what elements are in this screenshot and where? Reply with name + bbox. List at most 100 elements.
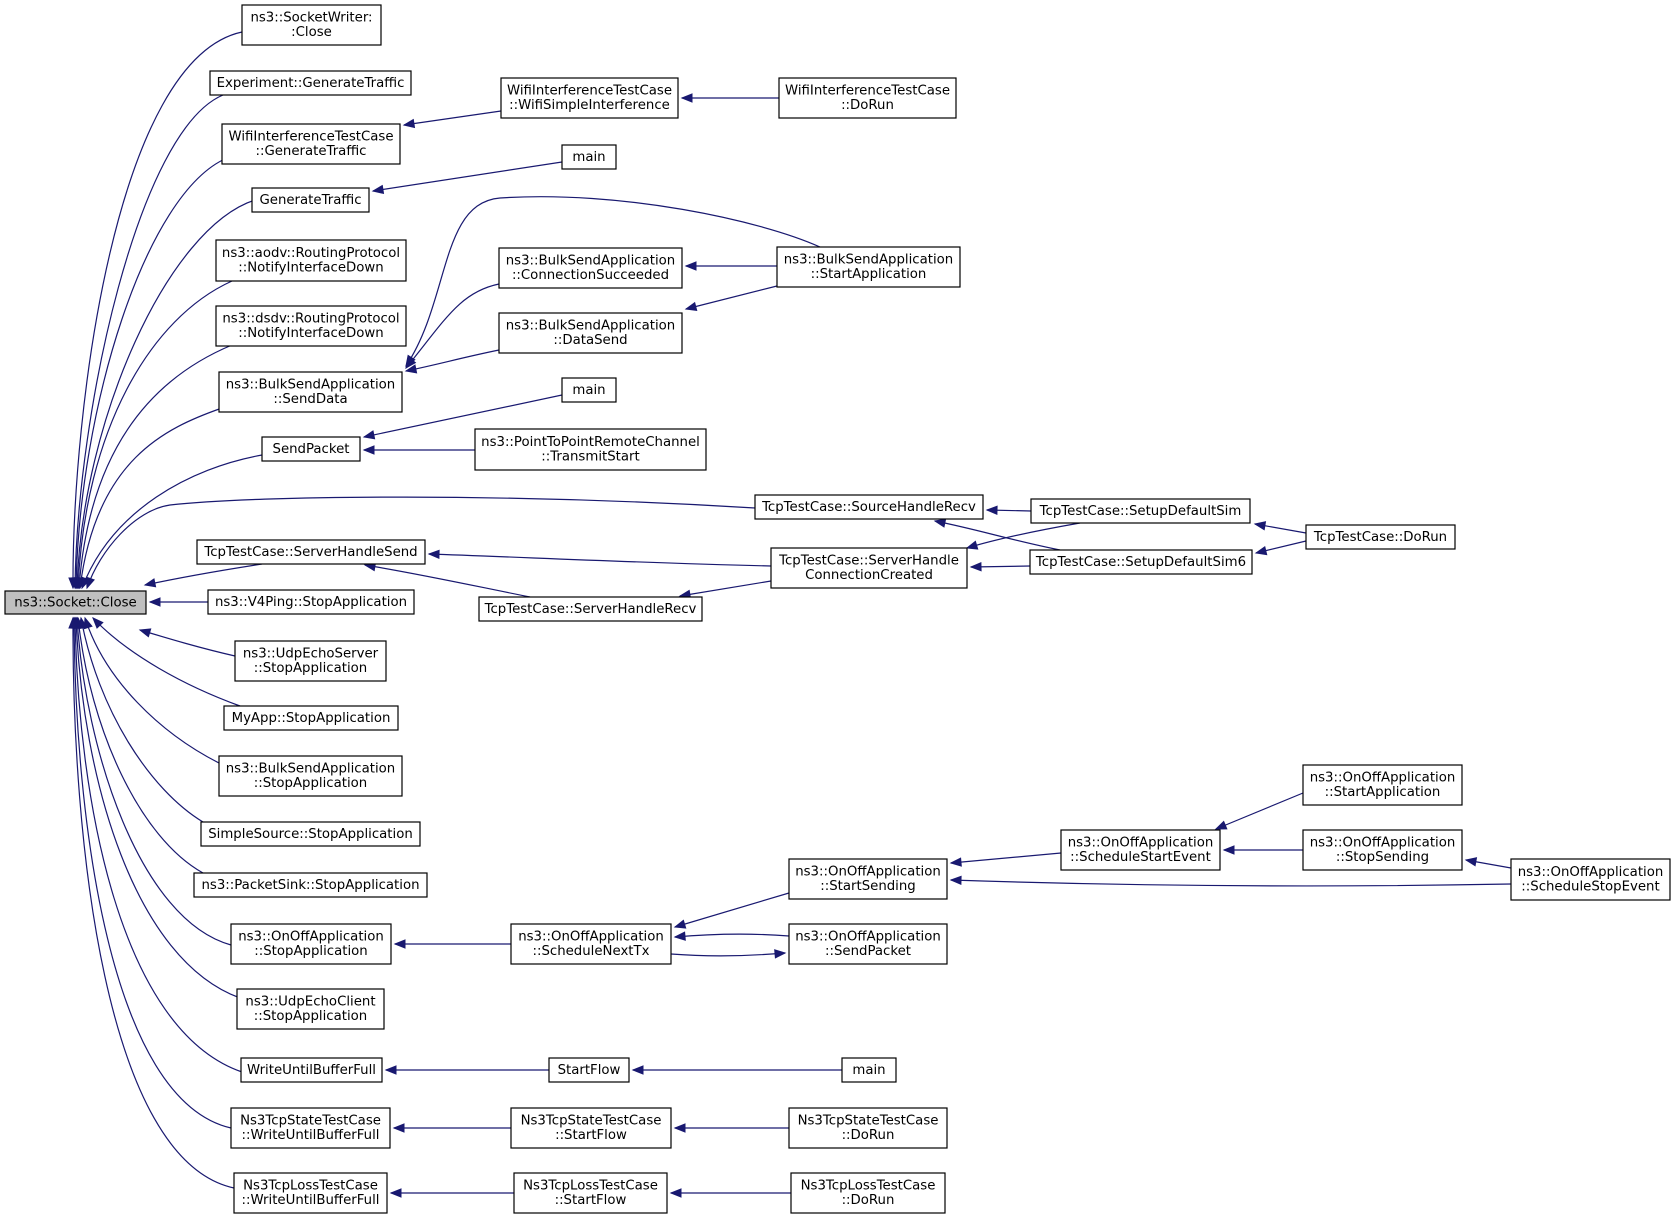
node-ns3state_start[interactable]: Ns3TcpStateTestCase::StartFlow bbox=[510, 1107, 672, 1149]
node-exp_gen[interactable]: Experiment::GenerateTraffic bbox=[209, 70, 412, 96]
node-box[interactable] bbox=[754, 494, 984, 520]
node-box[interactable] bbox=[498, 312, 683, 354]
node-tcp_setup6[interactable]: TcpTestCase::SetupDefaultSim6 bbox=[1029, 549, 1253, 575]
node-box[interactable] bbox=[788, 1107, 948, 1149]
node-box[interactable] bbox=[500, 77, 679, 119]
node-box[interactable] bbox=[230, 923, 392, 965]
node-box[interactable] bbox=[209, 70, 412, 96]
node-box[interactable] bbox=[193, 872, 428, 898]
node-box[interactable] bbox=[200, 821, 421, 847]
node-box[interactable] bbox=[4, 590, 147, 615]
node-onoff_schedstart[interactable]: ns3::OnOffApplication::ScheduleStartEven… bbox=[1060, 829, 1221, 871]
node-box[interactable] bbox=[240, 1057, 383, 1083]
node-label: ::StopApplication bbox=[254, 661, 368, 676]
node-ns3loss_wubf[interactable]: Ns3TcpLossTestCase::WriteUntilBufferFull bbox=[233, 1172, 388, 1214]
node-box[interactable] bbox=[1029, 549, 1253, 575]
node-ns3loss_start[interactable]: Ns3TcpLossTestCase::StartFlow bbox=[513, 1172, 668, 1214]
node-box[interactable] bbox=[498, 247, 683, 289]
node-box[interactable] bbox=[561, 144, 617, 170]
node-box[interactable] bbox=[548, 1057, 630, 1083]
node-box[interactable] bbox=[770, 547, 968, 589]
node-startflow[interactable]: StartFlow bbox=[548, 1057, 630, 1083]
node-onoff_stop[interactable]: ns3::OnOffApplication::StopApplication bbox=[230, 923, 392, 965]
node-box[interactable] bbox=[234, 640, 387, 682]
node-p2p_tx[interactable]: ns3::PointToPointRemoteChannel::Transmit… bbox=[474, 428, 707, 471]
node-bulk_stop[interactable]: ns3::BulkSendApplication::StopApplicatio… bbox=[218, 755, 403, 797]
node-box[interactable] bbox=[841, 1057, 897, 1083]
node-v4ping[interactable]: ns3::V4Ping::StopApplication bbox=[207, 589, 415, 615]
node-box[interactable] bbox=[236, 988, 385, 1030]
node-wubf[interactable]: WriteUntilBufferFull bbox=[240, 1057, 383, 1083]
node-dsdv[interactable]: ns3::dsdv::RoutingProtocol::NotifyInterf… bbox=[215, 305, 407, 347]
node-box[interactable] bbox=[1510, 858, 1671, 901]
node-box[interactable] bbox=[788, 923, 948, 965]
node-box[interactable] bbox=[215, 305, 407, 347]
node-tcp_srvrecv[interactable]: TcpTestCase::ServerHandleRecv bbox=[478, 596, 703, 622]
node-bulk_start[interactable]: ns3::BulkSendApplication::StartApplicati… bbox=[776, 246, 961, 288]
node-box[interactable] bbox=[221, 123, 401, 165]
node-box[interactable] bbox=[513, 1172, 668, 1214]
node-box[interactable] bbox=[1060, 829, 1221, 871]
node-ns3loss_dorun[interactable]: Ns3TcpLossTestCase::DoRun bbox=[790, 1172, 946, 1214]
node-wifi_simple[interactable]: WifiInterferenceTestCase::WifiSimpleInte… bbox=[500, 77, 679, 119]
node-onoff_schedstop[interactable]: ns3::OnOffApplication::ScheduleStopEvent bbox=[1510, 858, 1671, 901]
node-box[interactable] bbox=[207, 589, 415, 615]
node-box[interactable] bbox=[241, 4, 382, 46]
edge-onoff_schedstop-to-onoff_startsending bbox=[949, 875, 1512, 887]
node-main2[interactable]: main bbox=[561, 377, 617, 403]
node-box[interactable] bbox=[1302, 764, 1463, 806]
node-tcp_srvconn[interactable]: TcpTestCase::ServerHandleConnectionCreat… bbox=[770, 547, 968, 589]
node-wifi_gen[interactable]: WifiInterferenceTestCase::GenerateTraffi… bbox=[221, 123, 401, 165]
node-tcp_srcrecv[interactable]: TcpTestCase::SourceHandleRecv bbox=[754, 494, 984, 520]
node-onoff_sendpacket[interactable]: ns3::OnOffApplication::SendPacket bbox=[788, 923, 948, 965]
node-box[interactable] bbox=[790, 1172, 946, 1214]
node-box[interactable] bbox=[776, 246, 961, 288]
edge-onoff_schednext-to-onoff_sendpacket bbox=[670, 949, 787, 959]
node-main1[interactable]: main bbox=[561, 144, 617, 170]
node-box[interactable] bbox=[215, 239, 407, 282]
node-box[interactable] bbox=[778, 77, 957, 119]
node-wifi_dorun[interactable]: WifiInterferenceTestCase::DoRun bbox=[778, 77, 957, 119]
node-onoff_schednext[interactable]: ns3::OnOffApplication::ScheduleNextTx bbox=[510, 923, 672, 965]
node-bulk_datasend[interactable]: ns3::BulkSendApplication::DataSend bbox=[498, 312, 683, 354]
node-udpcli_stop[interactable]: ns3::UdpEchoClient::StopApplication bbox=[236, 988, 385, 1030]
node-gen_traffic[interactable]: GenerateTraffic bbox=[251, 187, 370, 213]
node-box[interactable] bbox=[561, 377, 617, 403]
node-tcp_setup[interactable]: TcpTestCase::SetupDefaultSim bbox=[1030, 498, 1251, 524]
node-box[interactable] bbox=[218, 371, 403, 413]
node-box[interactable] bbox=[218, 755, 403, 797]
node-ns3state_wubf[interactable]: Ns3TcpStateTestCase::WriteUntilBufferFul… bbox=[230, 1107, 391, 1149]
node-sw_close[interactable]: ns3::SocketWriter::Close bbox=[241, 4, 382, 46]
node-onoff_startapp[interactable]: ns3::OnOffApplication::StartApplication bbox=[1302, 764, 1463, 806]
node-root[interactable]: ns3::Socket::Close bbox=[4, 590, 147, 615]
node-simple_stop[interactable]: SimpleSource::StopApplication bbox=[200, 821, 421, 847]
node-box[interactable] bbox=[1302, 829, 1463, 871]
node-main3[interactable]: main bbox=[841, 1057, 897, 1083]
node-tcp_srvsend[interactable]: TcpTestCase::ServerHandleSend bbox=[196, 539, 426, 565]
node-myapp_stop[interactable]: MyApp::StopApplication bbox=[223, 705, 399, 731]
node-box[interactable] bbox=[233, 1172, 388, 1214]
node-box[interactable] bbox=[251, 187, 370, 213]
node-box[interactable] bbox=[261, 436, 361, 462]
node-box[interactable] bbox=[1305, 524, 1456, 550]
node-box[interactable] bbox=[230, 1107, 391, 1149]
node-onoff_stopsending[interactable]: ns3::OnOffApplication::StopSending bbox=[1302, 829, 1463, 871]
node-tcp_dorun[interactable]: TcpTestCase::DoRun bbox=[1305, 524, 1456, 550]
node-box[interactable] bbox=[474, 428, 707, 471]
node-bulk_senddata[interactable]: ns3::BulkSendApplication::SendData bbox=[218, 371, 403, 413]
node-box[interactable] bbox=[510, 1107, 672, 1149]
edge-tcp_setup6-to-tcp_srcrecv bbox=[933, 518, 1061, 551]
node-onoff_startsending[interactable]: ns3::OnOffApplication::StartSending bbox=[788, 858, 948, 900]
node-aodv[interactable]: ns3::aodv::RoutingProtocol::NotifyInterf… bbox=[215, 239, 407, 282]
node-bulk_connsucc[interactable]: ns3::BulkSendApplication::ConnectionSucc… bbox=[498, 247, 683, 289]
node-box[interactable] bbox=[510, 923, 672, 965]
node-box[interactable] bbox=[223, 705, 399, 731]
node-box[interactable] bbox=[478, 596, 703, 622]
node-box[interactable] bbox=[196, 539, 426, 565]
node-box[interactable] bbox=[788, 858, 948, 900]
node-udpsrv_stop[interactable]: ns3::UdpEchoServer::StopApplication bbox=[234, 640, 387, 682]
node-sendpacket[interactable]: SendPacket bbox=[261, 436, 361, 462]
node-ns3state_dorun[interactable]: Ns3TcpStateTestCase::DoRun bbox=[788, 1107, 948, 1149]
node-box[interactable] bbox=[1030, 498, 1251, 524]
node-sink_stop[interactable]: ns3::PacketSink::StopApplication bbox=[193, 872, 428, 898]
